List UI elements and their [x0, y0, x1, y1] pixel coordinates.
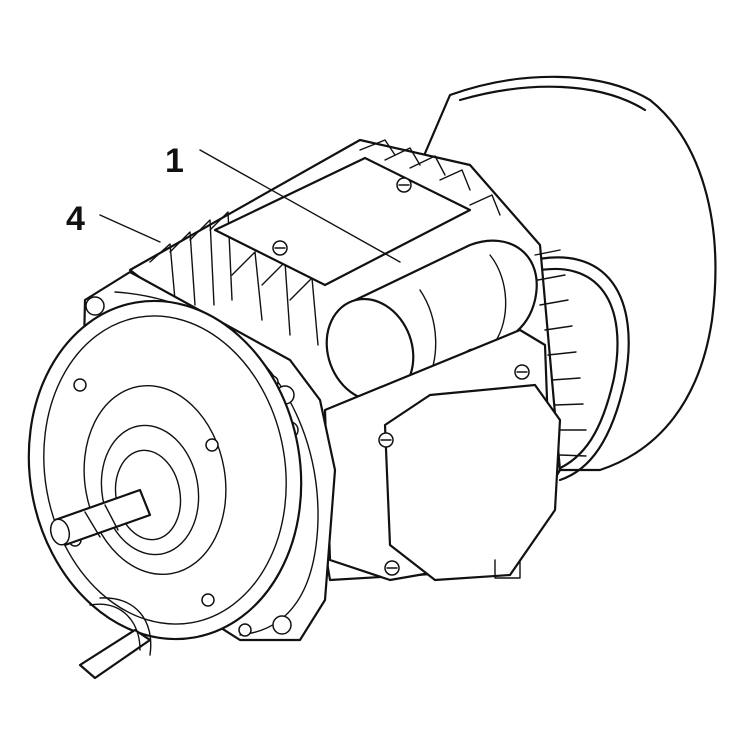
cooling-fins: [149, 139, 587, 457]
leader-line-4: [99, 214, 161, 243]
callout-label-1: 1: [165, 142, 184, 180]
callout-1: 1: [165, 142, 401, 263]
callout-4: 4: [66, 200, 161, 243]
terminal-box: [323, 328, 562, 582]
mounting-foot: [78, 597, 152, 680]
callout-label-4: 4: [66, 200, 85, 238]
fan-cowl: [418, 75, 717, 472]
capacitor: [325, 239, 538, 403]
cable-loop: [523, 256, 630, 482]
leader-line-1: [199, 149, 401, 263]
motor-shaft: [49, 488, 152, 547]
nameplate: [213, 156, 472, 287]
